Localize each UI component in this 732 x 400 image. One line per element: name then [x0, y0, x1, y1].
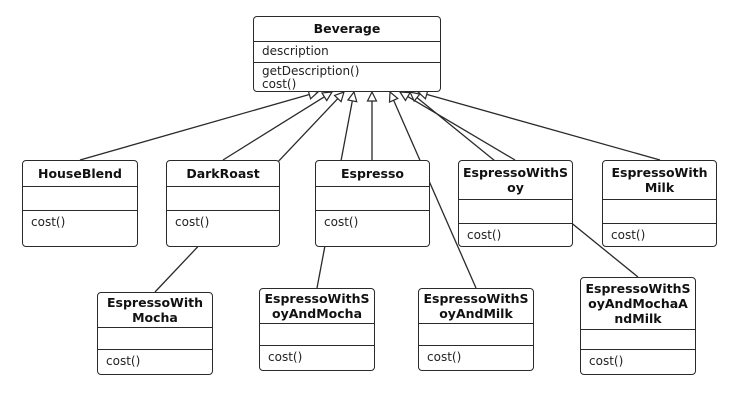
- class-name-line: EspressoWithS: [585, 281, 691, 296]
- attributes-compartment: [459, 200, 572, 224]
- class-name: DarkRoast: [167, 161, 279, 187]
- generalization-arrowhead-espressowithsoyandmochaandmilk: [408, 91, 421, 103]
- attributes-compartment: [167, 187, 279, 211]
- generalization-arrowhead-espressowithmocha: [333, 91, 345, 103]
- methods-compartment: cost(): [167, 211, 279, 246]
- generalization-arrowhead-espresso: [366, 90, 378, 102]
- method: cost(): [106, 354, 141, 368]
- methods-compartment: cost(): [98, 350, 212, 374]
- class-darkroast: DarkRoast cost(): [166, 160, 280, 247]
- attributes-compartment: [316, 187, 429, 211]
- class-name-line: Espresso: [340, 166, 405, 181]
- class-name-line: oy: [507, 180, 524, 195]
- method: getDescription(): [262, 64, 360, 78]
- class-espresso: Espresso cost(): [315, 160, 430, 247]
- attributes-compartment: [603, 200, 716, 224]
- method: cost(): [175, 215, 210, 229]
- class-name-line: EspressoWithS: [463, 165, 568, 180]
- inheritance-line-darkroast: [222, 96, 325, 161]
- attribute: description: [262, 43, 329, 58]
- class-name: Beverage: [254, 17, 440, 42]
- class-name-line: Milk: [644, 180, 675, 195]
- generalization-arrowhead-espressowithsoyandmocha: [346, 90, 358, 103]
- attributes-compartment: [260, 324, 374, 346]
- class-name-line: EspressoWith: [611, 165, 708, 180]
- attributes-compartment: [419, 324, 533, 346]
- methods-compartment: cost(): [23, 211, 137, 246]
- generalization-arrowhead-espressowithsoyandmilk: [388, 90, 399, 103]
- class-name: Espresso: [316, 161, 429, 187]
- class-name-line: Mocha: [132, 310, 178, 325]
- class-name-line: HouseBlend: [37, 166, 122, 181]
- class-name-line: Beverage: [313, 21, 381, 37]
- class-name-line: EspressoWithS: [423, 291, 529, 306]
- method: cost(): [324, 215, 359, 229]
- class-name-line: ndMilk: [614, 311, 662, 326]
- methods-compartment: cost(): [260, 346, 374, 370]
- class-name-line: DarkRoast: [186, 166, 260, 181]
- attributes-compartment: [581, 330, 695, 350]
- class-name-line: oyAndMochaA: [588, 296, 688, 311]
- inheritance-line-espressowithsoy: [407, 96, 516, 161]
- method: cost(): [427, 350, 462, 364]
- class-name-line: EspressoWith: [107, 295, 203, 310]
- class-name-line: oyAndMilk: [439, 306, 513, 321]
- methods-compartment: cost(): [603, 224, 716, 246]
- attributes-compartment: description: [254, 42, 440, 63]
- inheritance-line-houseblend: [79, 93, 310, 161]
- method: cost(): [262, 77, 297, 91]
- methods-compartment: cost(): [316, 211, 429, 246]
- methods-compartment: cost(): [419, 346, 533, 370]
- method: cost(): [611, 228, 646, 242]
- generalization-arrowhead-espressowithsoy: [398, 91, 412, 102]
- generalization-arrowhead-darkroast: [320, 91, 334, 102]
- class-beverage: Beverage description getDescription()cost(…: [253, 16, 441, 92]
- class-name: HouseBlend: [23, 161, 137, 187]
- class-name-line: EspressoWithS: [264, 291, 370, 306]
- method: cost(): [467, 228, 502, 242]
- class-name-line: oyAndMocha: [271, 306, 363, 321]
- method: cost(): [589, 354, 624, 368]
- inheritance-line-espressowithmilk: [426, 93, 661, 161]
- inheritance-line-espressowithsoyandmilk: [393, 99, 477, 289]
- attributes-compartment: [23, 187, 137, 211]
- method: cost(): [31, 215, 66, 229]
- attributes-compartment: [98, 328, 212, 350]
- class-houseblend: HouseBlend cost(): [22, 160, 138, 247]
- method: cost(): [268, 350, 303, 364]
- methods-compartment: getDescription()cost(): [254, 63, 440, 91]
- methods-compartment: cost(): [581, 350, 695, 374]
- methods-compartment: cost(): [459, 224, 572, 246]
